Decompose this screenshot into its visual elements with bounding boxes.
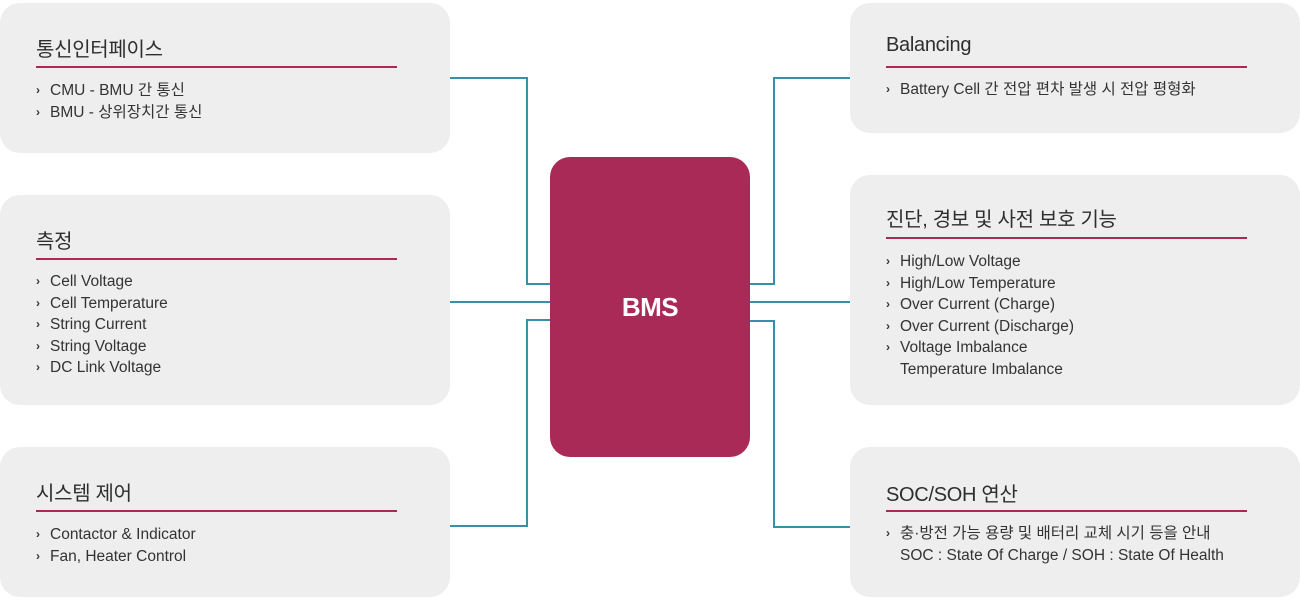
list-item: ›High/Low Temperature: [886, 273, 1074, 295]
list-item: ›High/Low Voltage: [886, 251, 1074, 273]
list-item: ›Fan, Heater Control: [36, 546, 196, 568]
list-item: ›Voltage Imbalance: [886, 337, 1074, 359]
item-list: ›CMU - BMU 간 통신 ›BMU - 상위장치간 통신: [36, 80, 202, 123]
list-item-continuation: Temperature Imbalance: [900, 360, 1063, 378]
card-communication-interface: 통신인터페이스 ›CMU - BMU 간 통신 ›BMU - 상위장치간 통신: [0, 3, 450, 153]
chevron-right-icon: ›: [36, 274, 40, 288]
connector-communication: [450, 77, 550, 285]
card-title: 통신인터페이스: [36, 39, 163, 61]
card-balancing: Balancing ›Battery Cell 간 전압 편차 발생 시 전압 …: [850, 3, 1300, 133]
chevron-right-icon: ›: [36, 104, 40, 119]
list-item: ›Over Current (Charge): [886, 294, 1074, 316]
item-list: ›Cell Voltage ›Cell Temperature ›String …: [36, 271, 168, 379]
list-item: ›CMU - BMU 간 통신: [36, 80, 202, 102]
chevron-right-icon: ›: [886, 275, 890, 290]
card-system-control: 시스템 제어 ›Contactor & Indicator ›Fan, Heat…: [0, 447, 450, 597]
title-divider: [886, 237, 1247, 239]
chevron-right-icon: ›: [36, 317, 40, 332]
title-divider: [36, 258, 397, 260]
list-item: ›Cell Voltage: [36, 271, 168, 293]
connector-system-control: [450, 319, 550, 527]
list-item: ›Battery Cell 간 전압 편차 발생 시 전압 평형화: [886, 79, 1196, 101]
list-item-continuation: SOC : State Of Charge / SOH : State Of H…: [900, 546, 1224, 564]
title-divider: [36, 510, 397, 512]
connector-soc-soh: [750, 320, 850, 528]
chevron-right-icon: ›: [36, 548, 40, 563]
connector-balancing: [750, 77, 850, 285]
chevron-right-icon: ›: [886, 340, 890, 355]
chevron-right-icon: ›: [36, 295, 40, 310]
card-soc-soh: SOC/SOH 연산 ›충·방전 가능 용량 및 배터리 교체 시기 등을 안내…: [850, 447, 1300, 597]
card-diagnosis-protection: 진단, 경보 및 사전 보호 기능 ›High/Low Voltage ›Hig…: [850, 175, 1300, 405]
bms-node: BMS: [550, 157, 750, 457]
card-measurement: 측정 ›Cell Voltage ›Cell Temperature ›Stri…: [0, 195, 450, 405]
chevron-right-icon: ›: [886, 254, 890, 268]
list-item: ›DC Link Voltage: [36, 357, 168, 379]
bms-label: BMS: [621, 291, 679, 322]
item-list: ›Battery Cell 간 전압 편차 발생 시 전압 평형화: [886, 79, 1196, 101]
item-list: ›충·방전 가능 용량 및 배터리 교체 시기 등을 안내 SOC : Stat…: [886, 523, 1224, 566]
card-title: 진단, 경보 및 사전 보호 기능: [886, 209, 1117, 231]
card-title: 시스템 제어: [36, 483, 132, 505]
list-item: ›충·방전 가능 용량 및 배터리 교체 시기 등을 안내: [886, 523, 1224, 545]
chevron-right-icon: ›: [36, 83, 40, 97]
list-item: ›Over Current (Discharge): [886, 316, 1074, 338]
title-divider: [886, 66, 1247, 68]
list-item: ›Contactor & Indicator: [36, 524, 196, 546]
item-list: ›Contactor & Indicator ›Fan, Heater Cont…: [36, 524, 196, 567]
chevron-right-icon: ›: [36, 338, 40, 353]
chevron-right-icon: ›: [886, 318, 890, 333]
chevron-right-icon: ›: [886, 297, 890, 312]
card-title: SOC/SOH 연산: [886, 484, 1018, 506]
list-item: ›String Current: [36, 314, 168, 336]
list-item: ›String Voltage: [36, 336, 168, 358]
chevron-right-icon: ›: [886, 526, 890, 540]
chevron-right-icon: ›: [36, 527, 40, 541]
chevron-right-icon: ›: [886, 82, 890, 96]
chevron-right-icon: ›: [36, 360, 40, 375]
list-item: ›BMU - 상위장치간 통신: [36, 102, 202, 124]
card-title: 측정: [36, 231, 73, 253]
item-list: ›High/Low Voltage ›High/Low Temperature …: [886, 251, 1074, 381]
title-divider: [886, 510, 1247, 512]
title-divider: [36, 66, 397, 68]
card-title: Balancing: [886, 34, 972, 56]
list-item: ›Cell Temperature: [36, 293, 168, 315]
